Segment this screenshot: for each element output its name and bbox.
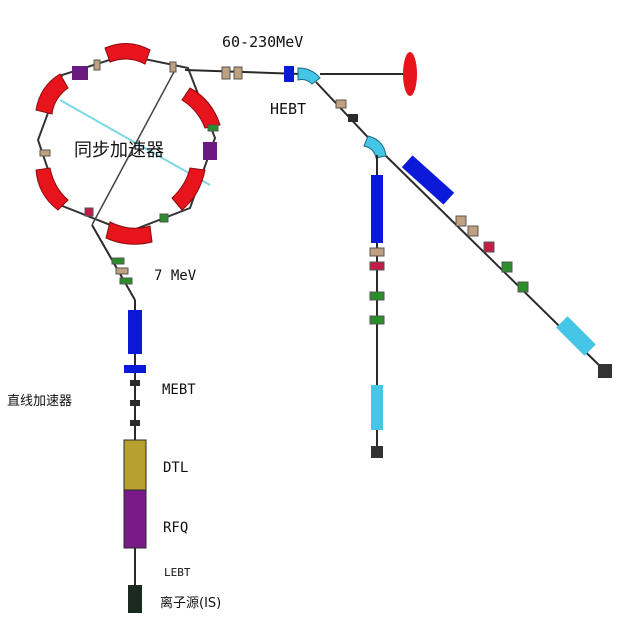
hebt-dipole [401,155,455,205]
dipole-magnet [104,43,151,65]
quadrupole-magnet [455,215,467,227]
hebt-kicker [348,114,358,122]
hebt-label: HEBT [270,100,307,118]
quadrupole-magnet [159,213,169,223]
dipole-magnet [105,221,153,245]
dipole-magnet [181,87,221,129]
nozzle-1 [371,446,383,458]
quadrupole-magnet [221,66,231,80]
synchrotron-ring [35,43,221,245]
beam-dump [403,52,417,96]
cyan-element [371,385,383,430]
hebt-dipole [371,175,383,243]
quadrupole-magnet [169,61,177,73]
hebt-dipole [284,66,294,82]
quadrupole-magnet [233,66,243,80]
mebt-element [130,380,140,386]
linac [123,300,147,613]
dipole-magnet [35,167,69,211]
sextupole-magnet [72,66,88,80]
quadrupole-magnet [369,247,385,257]
quadrupole-magnet [111,257,125,265]
ion-source [128,585,142,613]
ion-source-label: 离子源(IS) [160,596,222,611]
synchrotron-label: 同步加速器 [74,140,164,161]
linac-label: 直线加速器 [7,394,73,409]
energy-high-label: 60-230MeV [222,33,304,51]
quadrupole-magnet [369,261,385,271]
hebt-beamlines [184,52,612,458]
injection-line [91,224,136,301]
mebt-element [130,400,140,406]
mebt-block [124,365,146,373]
rfq-cavity [123,489,147,549]
cyan-element [556,316,596,356]
mebt-label: MEBT [162,382,196,398]
quadrupole-magnet [501,261,513,273]
dtl-label: DTL [163,460,189,476]
quadrupole-magnet [93,59,101,71]
quadrupole-magnet [119,277,133,285]
cyan-bend [297,67,321,85]
linac-tank [128,310,142,354]
quadrupole-magnet [335,99,347,109]
quadrupole-magnet [39,149,51,157]
quadrupole-magnet [483,241,495,253]
quadrupole-magnet [369,291,385,301]
rfq-label: RFQ [163,520,189,536]
ring-diagonal-2 [91,69,176,226]
dipole-magnet [35,73,69,115]
ring-diagonal-1 [59,99,211,186]
cyan-bend [363,135,387,159]
quadrupole-magnet [207,124,219,132]
quadrupole-magnet [467,225,479,237]
lebt-label: LEBT [164,566,191,579]
quadrupole-magnet [517,281,529,293]
quadrupole-magnet [84,207,94,217]
sextupole-magnet [203,142,217,160]
mebt-element [130,420,140,426]
dipole-magnet [171,167,206,211]
energy-inject-label: 7 MeV [154,268,197,284]
quadrupole-magnet [115,267,129,275]
dtl-cavity [123,439,147,491]
quadrupole-magnet [369,315,385,325]
nozzle-2 [598,364,612,378]
